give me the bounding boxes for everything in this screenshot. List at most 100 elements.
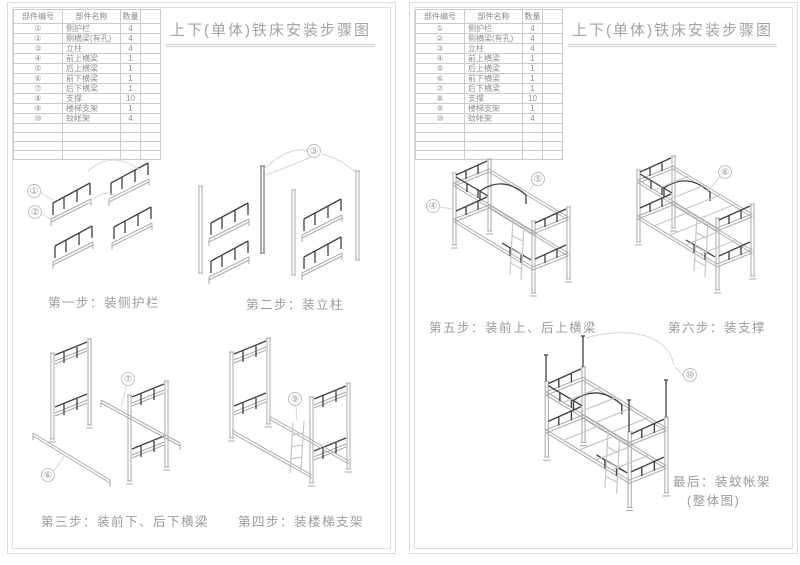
table-empty-cell: [542, 141, 563, 151]
col-header-qty: 数量: [120, 9, 141, 24]
caption-final-line2: (整体图): [687, 494, 741, 508]
table-cell: 立柱: [464, 43, 523, 54]
page-title: 上下(单体)铁床安装步骤图: [568, 19, 777, 47]
caption-final-line1: 最后：装蚊帐架: [673, 475, 772, 489]
callout-5: ⑤: [527, 172, 545, 194]
svg-text:①: ①: [30, 186, 39, 197]
net-poles: [544, 335, 668, 432]
col-header-qty: 数量: [522, 9, 543, 24]
callout-4: ④: [426, 199, 453, 213]
table-cell: 4: [120, 33, 141, 44]
col-header-part-no: 部件编号: [415, 9, 465, 24]
table-cell: [140, 113, 161, 124]
table-cell: ⑥: [13, 73, 63, 84]
table-cell: 1: [522, 63, 543, 74]
table-cell: [542, 103, 563, 114]
table-cell: 立柱: [62, 43, 121, 54]
table-empty-cell: [13, 132, 63, 142]
table-cell: 1: [120, 73, 141, 84]
table-empty-cell: [62, 141, 121, 151]
col-header-part-name: 部件名称: [62, 9, 121, 24]
table-cell: [542, 23, 563, 34]
step3-lower-beams-drawing: ⑦ ⑥: [32, 338, 181, 487]
callout-1: ①: [27, 184, 54, 201]
table-cell: 1: [120, 103, 141, 114]
table-empty-row: [415, 150, 563, 160]
table-empty-cell: [542, 123, 563, 133]
table-cell: [140, 93, 161, 104]
table-cell: ⑧: [415, 93, 465, 104]
table-cell: 4: [120, 113, 141, 124]
table-empty-cell: [13, 150, 63, 160]
page-title: 上下(单体)铁床安装步骤图: [166, 19, 375, 47]
table-cell: 1: [522, 103, 543, 114]
ladder: [289, 420, 305, 474]
callout-6: ⑥: [41, 454, 66, 482]
table-cell: 4: [522, 33, 543, 44]
table-empty-cell: [140, 123, 161, 133]
table-empty-cell: [120, 132, 141, 142]
caption-step2: 第二步：装立柱: [246, 298, 345, 312]
table-cell: [542, 113, 563, 124]
table-empty-cell: [522, 150, 543, 160]
svg-text:④: ④: [429, 201, 438, 212]
table-empty-cell: [140, 132, 161, 142]
table-empty-cell: [120, 141, 141, 151]
table-cell: [140, 43, 161, 54]
callout-10: ⑩: [674, 366, 697, 382]
table-cell: 4: [522, 113, 543, 124]
table-cell: 1: [120, 53, 141, 64]
caption-final: 最后：装蚊帐架 (整体图): [673, 471, 771, 509]
table-empty-cell: [62, 123, 121, 133]
table-cell: [542, 83, 563, 94]
table-cell: 前下横梁: [62, 73, 121, 84]
table-empty-cell: [415, 141, 465, 151]
table-cell: 楼梯支架: [464, 103, 523, 114]
table-empty-cell: [522, 141, 543, 151]
caption-step6: 第六步：装支撑: [668, 321, 767, 335]
callout-9: ⑨: [288, 392, 302, 421]
table-empty-row: [13, 150, 161, 160]
table-cell: 蚊帐架: [62, 113, 121, 124]
table-empty-cell: [120, 123, 141, 133]
table-cell: 蚊帐架: [464, 113, 523, 124]
table-empty-cell: [415, 132, 465, 142]
table-cell: [140, 63, 161, 74]
col-header-part-name: 部件名称: [464, 9, 523, 24]
step4-ladder-bracket-drawing: ⑨: [227, 337, 353, 487]
table-cell: ⑧: [13, 93, 63, 104]
table-empty-row: [415, 132, 563, 142]
table-cell: 4: [522, 43, 543, 54]
svg-text:⑥: ⑥: [44, 470, 53, 481]
table-cell: [542, 63, 563, 74]
table-cell: 前上横梁: [464, 53, 523, 64]
table-cell: 侧护栏: [464, 23, 523, 34]
table-cell: 1: [522, 83, 543, 94]
table-cell: [140, 83, 161, 94]
table-empty-row: [13, 132, 161, 142]
table-cell: ⑩: [415, 113, 465, 124]
table-cell: [140, 33, 161, 44]
parts-table-header-row: 部件编号 部件名称 数量: [415, 9, 563, 24]
table-empty-cell: [13, 141, 63, 151]
svg-text:⑩: ⑩: [686, 370, 695, 381]
col-header-empty: [542, 9, 563, 24]
table-cell: [140, 73, 161, 84]
table-cell: 1: [120, 63, 141, 74]
table-empty-cell: [464, 123, 523, 133]
table-empty-cell: [522, 123, 543, 133]
table-cell: [140, 23, 161, 34]
